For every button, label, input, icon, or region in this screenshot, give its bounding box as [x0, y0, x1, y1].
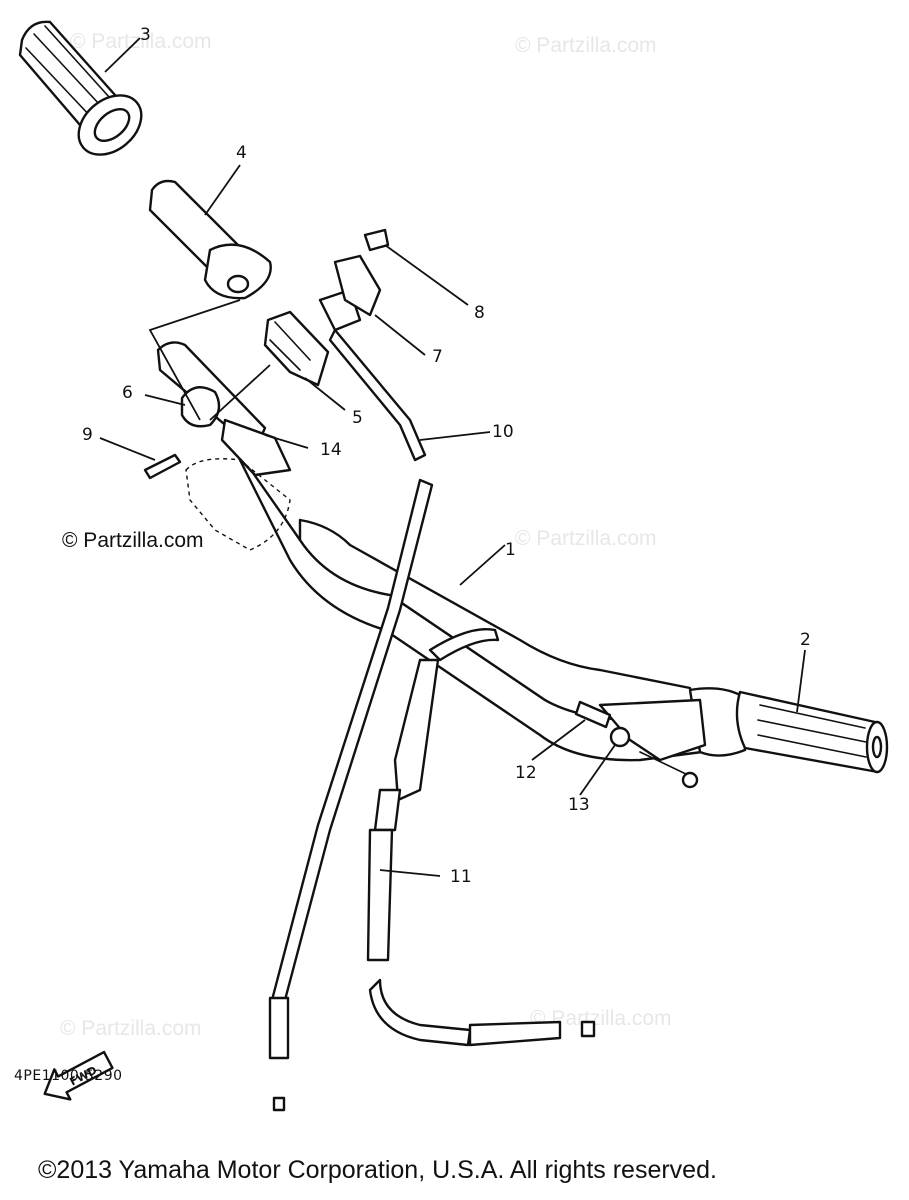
- watermark: © Partzilla.com: [62, 529, 204, 552]
- callout-12: 12: [515, 763, 537, 783]
- diagram-code: 4PE1100-5290: [14, 1068, 123, 1084]
- watermark: © Partzilla.com: [530, 1007, 672, 1030]
- callout-11: 11: [450, 867, 472, 887]
- grip-left: [18, 20, 143, 156]
- callout-8: 8: [474, 303, 485, 323]
- callout-14: 14: [320, 440, 342, 460]
- lever-holder: [143, 228, 390, 551]
- callout-10: 10: [492, 422, 514, 442]
- callouts: 1 2 3 4 5 6 7 8 9 10 11 12 13 14: [82, 25, 811, 887]
- callout-9: 9: [82, 425, 93, 445]
- copyright-notice: ©2013 Yamaha Motor Corporation, U.S.A. A…: [38, 1156, 717, 1184]
- callout-leaders: [99, 37, 806, 877]
- callout-4: 4: [236, 143, 247, 163]
- callout-13: 13: [568, 795, 590, 815]
- watermark: © Partzilla.com: [515, 527, 657, 550]
- callout-2: 2: [800, 630, 811, 650]
- clutch-cable: [366, 628, 596, 1047]
- grip-right: [688, 687, 889, 774]
- throttle-grip: [148, 179, 272, 300]
- throttle-housing: [263, 310, 330, 387]
- callout-6: 6: [122, 383, 133, 403]
- assembly-leader-line: [148, 299, 241, 421]
- callout-5: 5: [352, 408, 363, 428]
- clutch-lever-assembly: [574, 698, 707, 789]
- watermark: © Partzilla.com: [515, 34, 657, 57]
- assembly-leader-line: [209, 364, 271, 421]
- watermark: © Partzilla.com: [60, 1017, 202, 1040]
- callout-1: 1: [505, 540, 516, 560]
- callout-7: 7: [432, 347, 443, 367]
- callout-3: 3: [140, 25, 151, 45]
- watermark: © Partzilla.com: [70, 30, 212, 53]
- throttle-cable: [268, 288, 434, 1112]
